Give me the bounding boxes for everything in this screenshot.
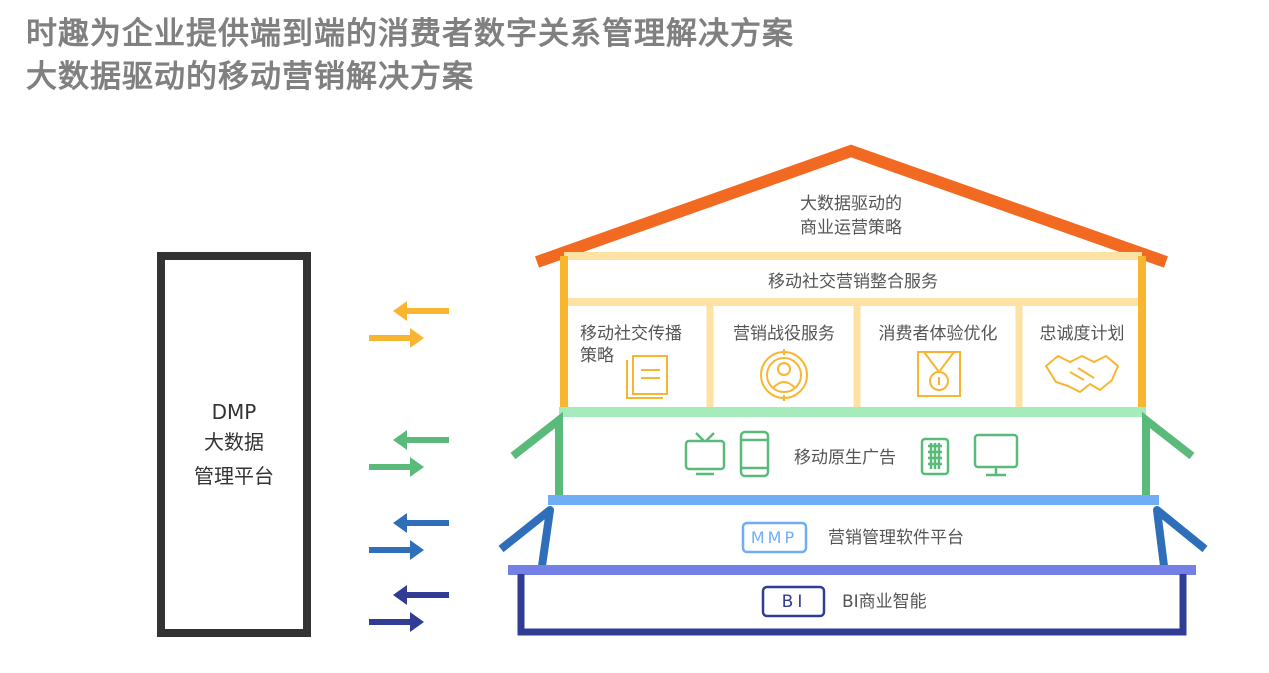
roof: 大数据驱动的 商业运营策略 bbox=[535, 144, 1168, 268]
arrow-right-icon bbox=[369, 457, 424, 477]
tv-icon bbox=[684, 432, 726, 476]
roof-text-line-2: 商业运营策略 bbox=[800, 218, 902, 238]
mmp-storey: MMP 营销管理软件平台 bbox=[498, 495, 1208, 567]
arrow-right-icon bbox=[369, 328, 424, 348]
mmp-badge-label: MMP bbox=[751, 528, 797, 547]
book-icon bbox=[626, 355, 668, 399]
medal-icon bbox=[917, 351, 961, 397]
arrow-pair-blue bbox=[369, 513, 449, 560]
bi-label: BI商业智能 bbox=[842, 592, 927, 612]
dmp-label-line-1: DMP bbox=[212, 400, 257, 424]
handshake-icon bbox=[1045, 355, 1119, 393]
bi-badge-box bbox=[761, 585, 826, 618]
mmp-badge-box bbox=[741, 521, 808, 554]
mobile-ads-label: 移动原生广告 bbox=[794, 448, 896, 468]
bi-storey: BI BI商业智能 bbox=[508, 565, 1196, 636]
dmp-box: DMP 大数据 管理平台 bbox=[157, 252, 311, 637]
arrow-pair-green bbox=[369, 430, 449, 477]
smartphone-icon bbox=[739, 430, 770, 478]
mobile-ads-storey: 移动原生广告 bbox=[510, 407, 1195, 498]
arrow-left-icon bbox=[393, 301, 449, 321]
dmp-label-line-2: 大数据 bbox=[204, 430, 264, 454]
headline-line-1: 时趣为企业提供端到端的消费者数字关系管理解决方案 bbox=[26, 16, 794, 52]
arrow-pair-yellow bbox=[369, 301, 449, 348]
headline-line-2: 大数据驱动的移动营销解决方案 bbox=[26, 59, 474, 95]
social-band-label: 移动社交营销整合服务 bbox=[768, 272, 938, 292]
arrow-right-icon bbox=[369, 540, 424, 560]
mmp-label: 营销管理软件平台 bbox=[828, 528, 964, 548]
arrow-pair-navy bbox=[369, 585, 449, 632]
bi-badge-label: BI bbox=[782, 592, 807, 612]
social-services-storey: 移动社交营销整合服务 移动社交传播 策略 营销战役服务 消费者体验优化 bbox=[560, 252, 1146, 410]
column-3-label: 消费者体验优化 bbox=[879, 324, 998, 344]
arrow-left-icon bbox=[393, 430, 449, 450]
dmp-label-line-3: 管理平台 bbox=[194, 464, 274, 488]
arrow-right-icon bbox=[369, 612, 424, 632]
monitor-icon bbox=[973, 433, 1019, 477]
arrow-left-icon bbox=[393, 513, 449, 533]
person-target-icon bbox=[760, 349, 808, 401]
column-2-label: 营销战役服务 bbox=[733, 324, 835, 344]
arrow-left-icon bbox=[393, 585, 449, 605]
column-4-label: 忠诚度计划 bbox=[1040, 324, 1125, 344]
dmp-box-border bbox=[157, 252, 311, 637]
roof-line bbox=[535, 144, 1168, 268]
roof-text-line-1: 大数据驱动的 bbox=[800, 194, 902, 214]
column-1-label-line-2: 策略 bbox=[580, 346, 614, 366]
tablet-grid-icon bbox=[920, 437, 950, 476]
column-1-label-line-1: 移动社交传播 bbox=[580, 324, 682, 344]
